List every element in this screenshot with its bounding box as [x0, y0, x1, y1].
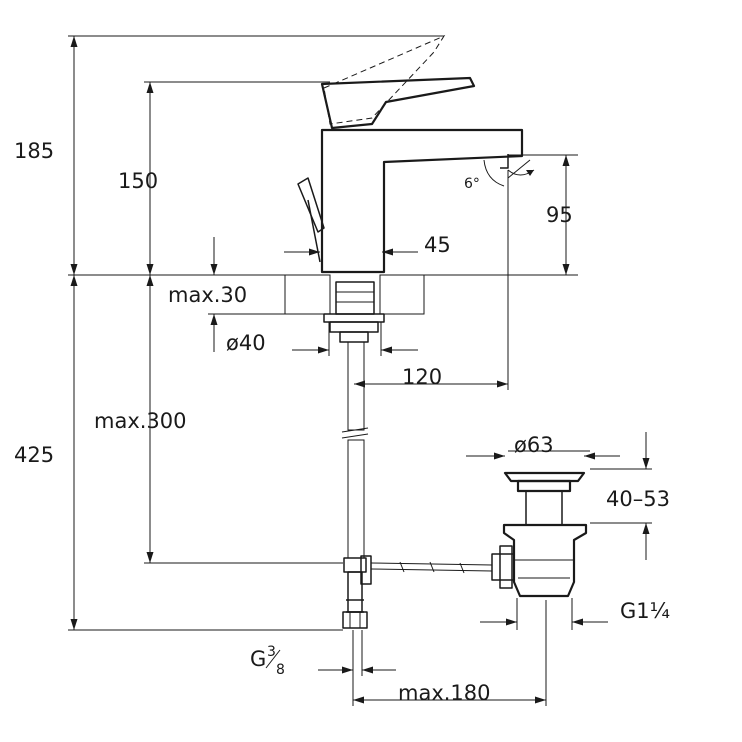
label-95: 95: [546, 203, 573, 227]
label-185: 185: [14, 139, 54, 163]
dimension-lines: [70, 36, 650, 704]
label-40-53: 40–53: [606, 487, 670, 511]
label-max-300: max.300: [94, 409, 187, 433]
label-425: 425: [14, 443, 54, 467]
hose-thread-denominator: 8: [276, 662, 285, 678]
label-hole-diameter: ø40: [226, 331, 266, 355]
label-150: 150: [118, 169, 158, 193]
faucet-body: [297, 34, 524, 274]
label-6-degree: 6°: [464, 176, 480, 192]
hose-thread-numerator: 3: [267, 644, 276, 660]
label-waste-diameter: ø63: [514, 433, 554, 457]
waste-drain: [491, 471, 588, 598]
countertop-section: [284, 274, 425, 315]
label-max-180: max.180: [398, 681, 491, 705]
label-hose-thread: G 3 8: [250, 644, 285, 678]
label-45: 45: [424, 233, 451, 257]
pop-up-linkage: [370, 561, 493, 574]
hose-thread-prefix: G: [250, 647, 266, 671]
dimension-labels: 185 150 95 45 6° max.30 ø40 120 max.300 …: [14, 139, 670, 705]
mounting-shank: [323, 281, 385, 343]
label-120: 120: [402, 365, 442, 389]
extension-lines: [68, 35, 652, 706]
label-waste-thread: G1¼: [620, 599, 670, 623]
flexible-hose: [341, 341, 372, 629]
label-max-30: max.30: [168, 283, 247, 307]
